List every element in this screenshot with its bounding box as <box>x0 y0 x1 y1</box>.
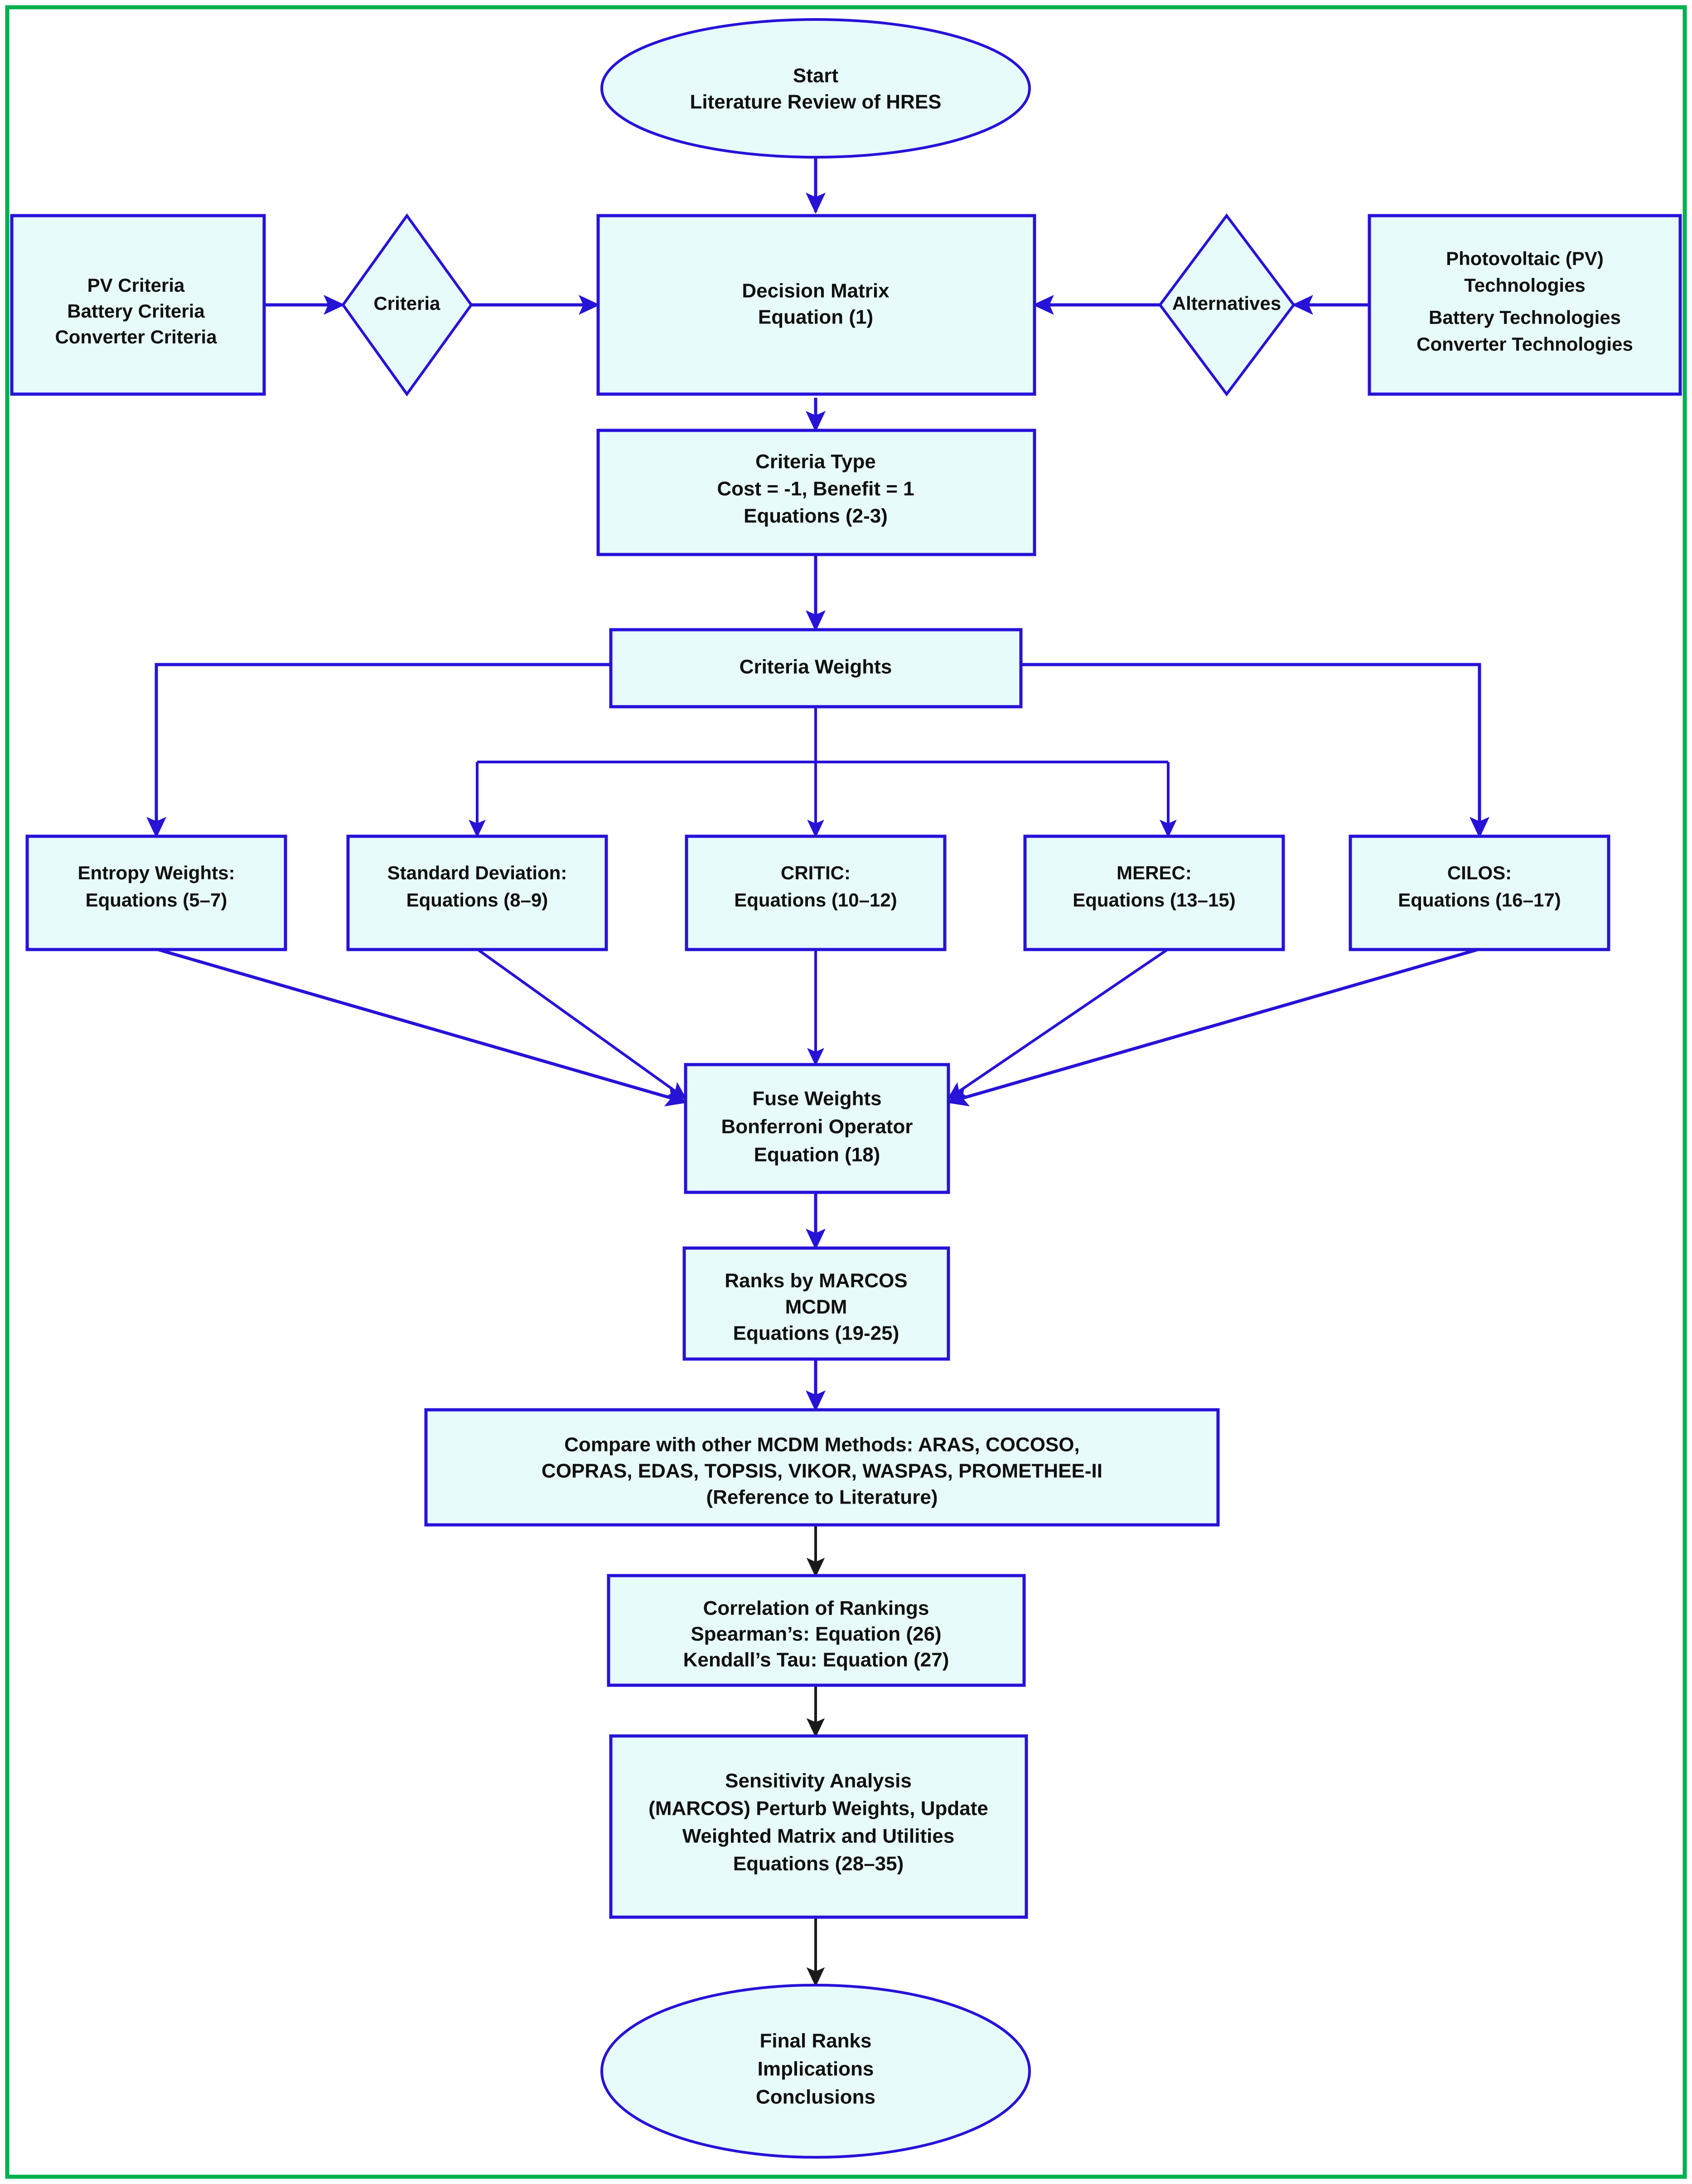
node-fuse-weights-line-2: Bonferroni Operator <box>721 1116 913 1138</box>
node-alternatives-diamond[interactable]: Alternatives <box>1158 213 1296 397</box>
node-compare-methods-line-2: COPRAS, EDAS, TOPSIS, VIKOR, WASPAS, PRO… <box>541 1460 1102 1482</box>
node-criteria-diamond[interactable]: Criteria <box>341 213 473 397</box>
node-final-line-2: Implications <box>758 2058 874 2080</box>
node-alternatives-diamond-label: Alternatives <box>1172 293 1281 314</box>
node-sensitivity-line-2: (MARCOS) Perturb Weights, Update <box>648 1798 988 1820</box>
node-decision-matrix-line-1: Decision Matrix <box>742 280 890 302</box>
connector-weights-to-cilos <box>1021 663 1490 839</box>
node-pv-criteria-line-1: PV Criteria <box>87 275 185 296</box>
node-standard-deviation-line-2: Equations (8–9) <box>406 889 548 911</box>
node-start-line-2: Literature Review of HRES <box>690 91 941 113</box>
node-merec-line-2: Equations (13–15) <box>1073 889 1235 911</box>
connector-merec-to-fuse <box>947 948 1169 1100</box>
node-correlation-line-2: Spearman’s: Equation (26) <box>691 1623 941 1645</box>
node-merec[interactable]: MEREC: Equations (13–15) <box>1023 834 1285 951</box>
node-criteria-type-line-3: Equations (2-3) <box>744 505 888 527</box>
node-standard-deviation-line-1: Standard Deviation: <box>387 862 567 883</box>
node-pv-criteria-line-3: Converter Criteria <box>55 326 217 347</box>
node-pv-criteria-line-2: Battery Criteria <box>67 300 205 322</box>
node-entropy-weights[interactable]: Entropy Weights: Equations (5–7) <box>25 834 287 951</box>
node-critic-line-1: CRITIC: <box>781 862 851 883</box>
connector-entropy-to-fuse <box>156 947 687 1107</box>
node-sensitivity-line-1: Sensitivity Analysis <box>725 1770 912 1792</box>
node-correlation[interactable]: Correlation of Rankings Spearman’s: Equa… <box>607 1574 1026 1687</box>
node-cilos-line-1: CILOS: <box>1447 862 1512 883</box>
node-final-line-1: Final Ranks <box>760 2030 872 2052</box>
node-start-line-1: Start <box>793 65 839 87</box>
node-criteria-diamond-label: Criteria <box>373 293 440 314</box>
outer-frame <box>5 5 1687 2179</box>
node-ranks-marcos-line-2: MCDM <box>785 1296 847 1318</box>
node-ranks-marcos-line-1: Ranks by MARCOS <box>725 1270 907 1292</box>
connector-cilos-to-fuse <box>947 947 1480 1107</box>
node-pv-technologies[interactable]: Photovoltaic (PV) Technologies Battery T… <box>1368 214 1682 396</box>
node-standard-deviation[interactable]: Standard Deviation: Equations (8–9) <box>346 834 608 951</box>
node-compare-methods-line-3: (Reference to Literature) <box>706 1486 938 1509</box>
node-sensitivity-line-3: Weighted Matrix and Utilities <box>682 1825 955 1847</box>
node-critic[interactable]: CRITIC: Equations (10–12) <box>685 834 947 951</box>
node-final[interactable]: Final Ranks Implications Conclusions <box>600 1984 1031 2159</box>
node-criteria-type-line-1: Criteria Type <box>755 451 876 473</box>
node-pv-technologies-line-3: Battery Technologies <box>1429 307 1621 328</box>
node-ranks-marcos[interactable]: Ranks by MARCOS MCDM Equations (19-25) <box>682 1246 950 1361</box>
node-critic-line-2: Equations (10–12) <box>734 889 897 911</box>
node-pv-technologies-line-1: Photovoltaic (PV) <box>1446 248 1604 269</box>
node-pv-technologies-line-2: Technologies <box>1464 275 1586 296</box>
node-final-line-3: Conclusions <box>756 2086 875 2108</box>
node-cilos-line-2: Equations (16–17) <box>1398 889 1561 911</box>
node-fuse-weights-line-3: Equation (18) <box>754 1144 880 1166</box>
node-sensitivity[interactable]: Sensitivity Analysis (MARCOS) Perturb We… <box>609 1734 1028 1919</box>
connector-standard-deviation-to-fuse <box>476 948 687 1100</box>
connector-weights-to-entropy <box>146 663 611 839</box>
node-entropy-weights-line-1: Entropy Weights: <box>78 862 235 883</box>
node-compare-methods-line-1: Compare with other MCDM Methods: ARAS, C… <box>564 1434 1080 1456</box>
node-fuse-weights-line-1: Fuse Weights <box>752 1088 881 1110</box>
node-ranks-marcos-line-3: Equations (19-25) <box>733 1322 899 1345</box>
node-start[interactable]: Start Literature Review of HRES <box>600 18 1031 159</box>
node-fuse-weights[interactable]: Fuse Weights Bonferroni Operator Equatio… <box>684 1063 950 1194</box>
node-correlation-line-3: Kendall’s Tau: Equation (27) <box>683 1649 949 1671</box>
node-cilos[interactable]: CILOS: Equations (16–17) <box>1349 834 1610 951</box>
connectors <box>146 158 1490 1987</box>
node-decision-matrix[interactable]: Decision Matrix Equation (1) <box>596 214 1036 396</box>
node-criteria-type[interactable]: Criteria Type Cost = -1, Benefit = 1 Equ… <box>596 429 1036 556</box>
node-pv-criteria[interactable]: PV Criteria Battery Criteria Converter C… <box>10 214 266 396</box>
node-sensitivity-line-4: Equations (28–35) <box>733 1853 904 1875</box>
node-merec-line-1: MEREC: <box>1117 862 1192 883</box>
node-criteria-weights-label: Criteria Weights <box>740 656 892 678</box>
node-criteria-type-line-2: Cost = -1, Benefit = 1 <box>717 478 914 500</box>
node-entropy-weights-line-2: Equations (5–7) <box>86 889 227 911</box>
node-criteria-weights[interactable]: Criteria Weights <box>609 628 1023 709</box>
node-correlation-line-1: Correlation of Rankings <box>703 1597 929 1620</box>
node-decision-matrix-line-2: Equation (1) <box>758 306 873 328</box>
node-pv-technologies-line-4: Converter Technologies <box>1416 333 1633 355</box>
node-compare-methods[interactable]: Compare with other MCDM Methods: ARAS, C… <box>424 1408 1220 1527</box>
